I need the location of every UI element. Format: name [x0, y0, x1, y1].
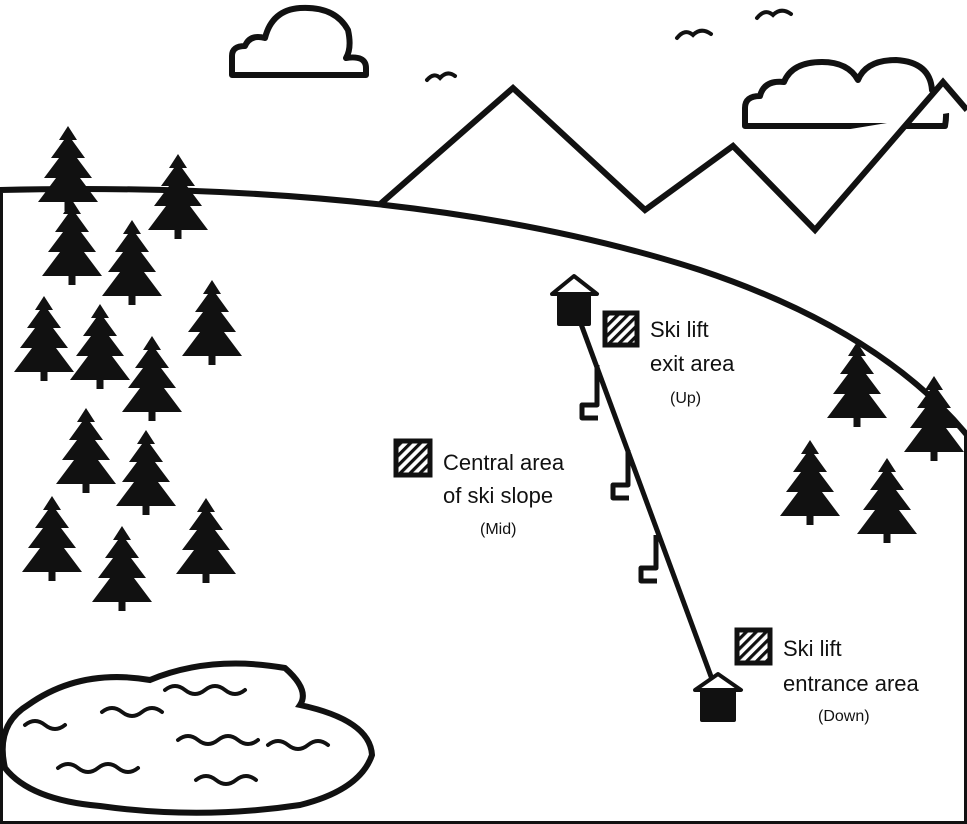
entrance-area-label-line1: Ski lift: [783, 636, 842, 661]
cloud-icon: [232, 8, 366, 75]
central-area-label-line2: of ski slope: [443, 483, 553, 508]
bird-icon: [677, 31, 711, 38]
central-area-label-line1: Central area: [443, 450, 565, 475]
hatched-square-icon: [396, 441, 430, 475]
exit-area-label-line1: Ski lift: [650, 317, 709, 342]
bird-icon: [757, 11, 791, 18]
exit-area-label-sub: (Up): [670, 390, 701, 407]
pine-tree-icon: [38, 126, 98, 211]
exit-area-label-line2: exit area: [650, 351, 735, 376]
entrance-area-label-sub: (Down): [818, 708, 870, 725]
hatched-square-icon: [605, 313, 637, 345]
bird-icon: [427, 73, 455, 80]
central-area-label-sub: (Mid): [480, 521, 516, 538]
hatched-square-icon: [737, 630, 770, 663]
entrance-area-label-line2: entrance area: [783, 671, 920, 696]
